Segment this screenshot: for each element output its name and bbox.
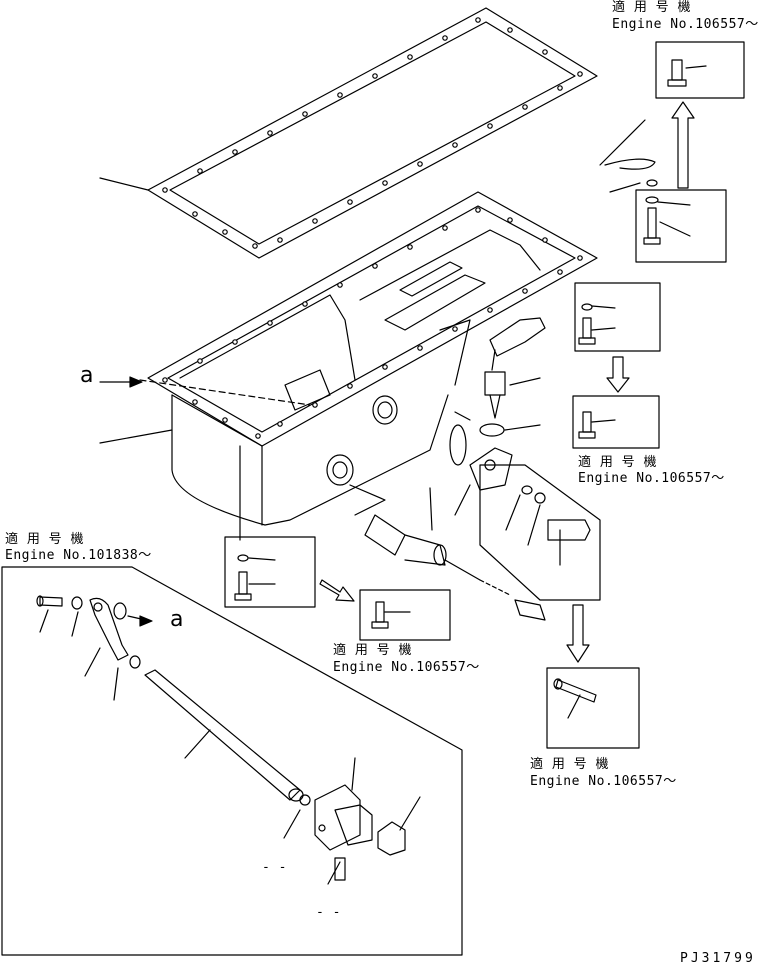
arrow-down-1	[606, 356, 630, 393]
arrow-down-2	[566, 604, 590, 663]
arrow-diagonal	[319, 579, 355, 602]
detail-box-washer	[599, 119, 727, 263]
dipstick-gauge	[349, 484, 546, 621]
inset-parts	[36, 595, 421, 885]
engine-no-bottom-center: Engine No.106557～	[333, 660, 480, 675]
applicable-jp-left: 適 用 号 機	[5, 532, 84, 547]
inset-frame	[1, 566, 463, 956]
engine-no-mid-right: Engine No.106557～	[578, 471, 725, 486]
reference-a-inset: a	[170, 607, 184, 632]
engine-no-left: Engine No.101838～	[5, 548, 152, 563]
arrow-up	[671, 101, 695, 189]
applicable-jp-top-right: 適 用 号 機	[612, 0, 691, 15]
dash-mark-1: - -	[262, 860, 287, 875]
detail-box-top-right	[655, 41, 745, 99]
engine-no-bottom-right: Engine No.106557～	[530, 774, 677, 789]
detail-box-right	[572, 395, 660, 449]
oil-pan	[99, 191, 598, 541]
detail-box-mid	[574, 282, 661, 352]
drawing-number: PJ31799	[680, 951, 756, 966]
applicable-jp-mid-right: 適 用 号 機	[578, 455, 657, 470]
reference-a-main: a	[80, 363, 94, 388]
dash-mark-2: - -	[316, 905, 341, 920]
applicable-jp-bottom-center: 適 用 号 機	[333, 643, 412, 658]
detail-box-bottom-right	[546, 667, 640, 749]
engine-no-top-right: Engine No.106557～	[612, 17, 759, 32]
sensor-assembly	[449, 317, 601, 601]
gasket	[99, 7, 598, 259]
detail-box-left	[224, 536, 316, 608]
detail-box-bottom-center	[359, 589, 451, 641]
applicable-jp-bottom-right: 適 用 号 機	[530, 757, 609, 772]
